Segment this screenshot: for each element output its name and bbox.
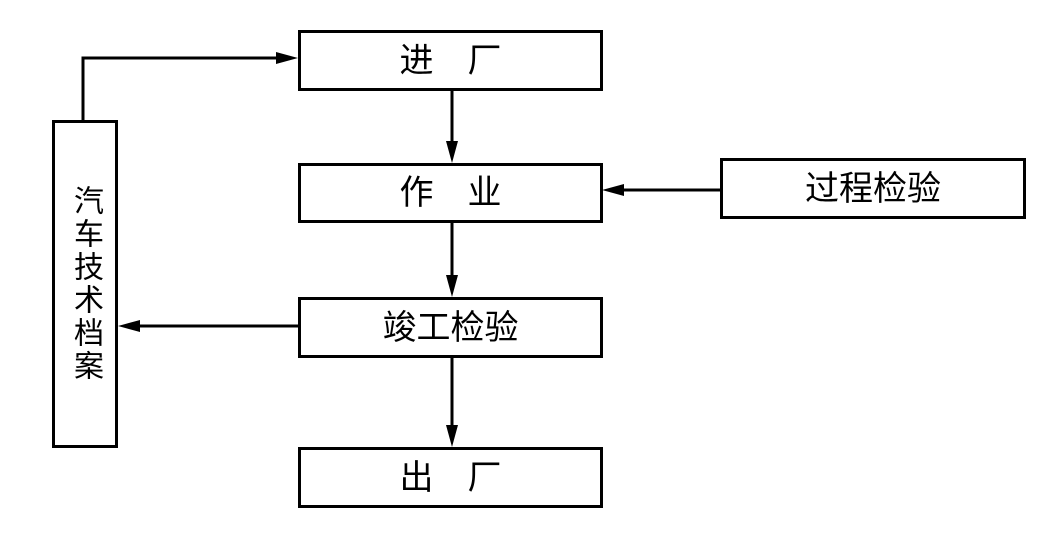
node-vehicle-technical-archive: 汽车技术档案: [52, 120, 118, 448]
arrowhead-right-icon: [276, 52, 298, 64]
arrowhead-left-icon: [602, 184, 624, 196]
edge-completion-to-archive: [118, 320, 298, 332]
node-operation: 作 业: [298, 163, 603, 223]
arrowhead-down-icon: [446, 141, 458, 163]
node-enter-factory: 进 厂: [298, 30, 603, 91]
arrowhead-left-icon: [118, 320, 140, 332]
node-process-inspection: 过程检验: [720, 158, 1026, 219]
arrowhead-down-icon: [446, 425, 458, 447]
edge-archive-to-enter: [81, 52, 298, 120]
edge-operation-to-completion: [446, 222, 458, 297]
edge-completion-to-exit: [446, 357, 458, 447]
arrowhead-down-icon: [446, 275, 458, 297]
edge-enter-to-operation: [446, 90, 458, 163]
edge-process-to-operation: [602, 184, 720, 196]
node-completion-inspection: 竣工检验: [298, 297, 603, 358]
node-exit-factory: 出 厂: [298, 447, 603, 508]
